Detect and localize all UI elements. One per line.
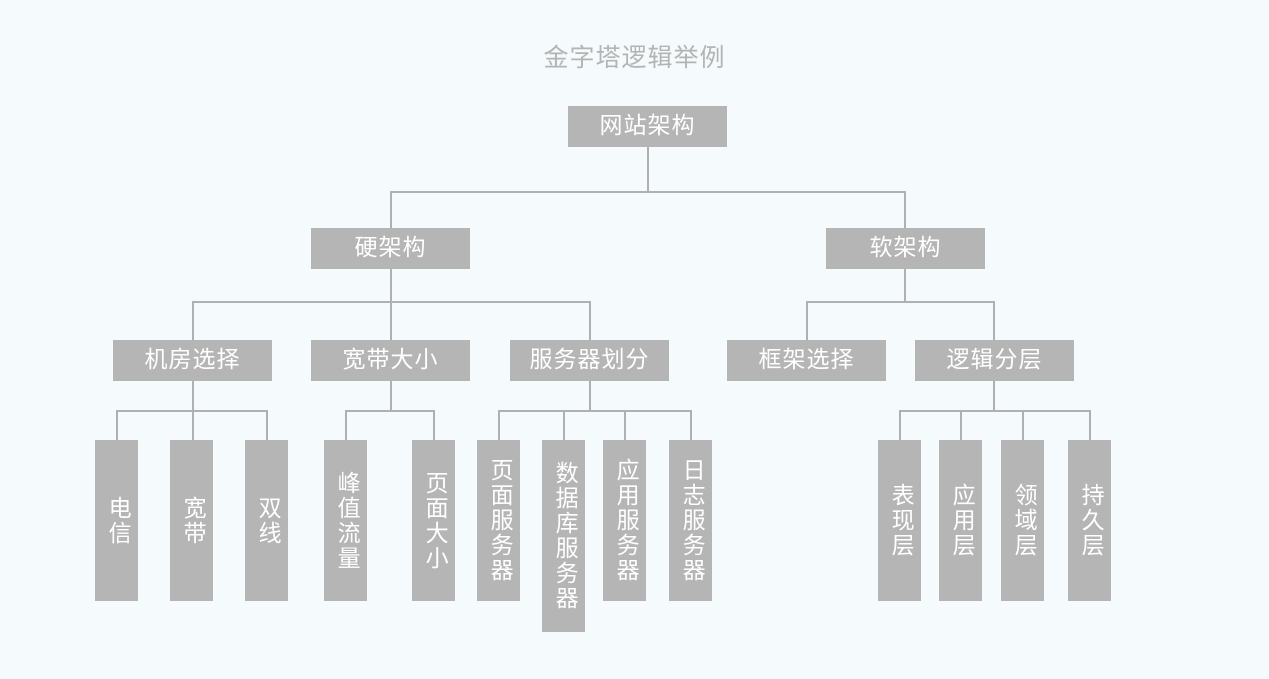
- connector-layer-leaf-4: [1089, 410, 1091, 441]
- node-soft-architecture[interactable]: 软架构: [826, 228, 985, 269]
- connector-hard-stem: [390, 269, 392, 302]
- node-page-size[interactable]: 页面大小: [412, 440, 455, 601]
- connector-idc-leaf-1: [116, 410, 118, 441]
- node-framework-selection-label: 框架选择: [758, 347, 855, 373]
- connector-soft-bar: [806, 301, 995, 303]
- node-root-label: 网站架构: [599, 113, 696, 139]
- connector-band-leaf-1: [345, 410, 347, 441]
- connector-layer-bar: [899, 410, 1091, 412]
- connector-to-layer: [993, 301, 995, 340]
- node-hard-architecture[interactable]: 硬架构: [311, 228, 470, 269]
- connector-layer-leaf-1: [899, 410, 901, 441]
- connector-root-stem: [647, 147, 649, 192]
- node-database-server-label: 数据库服务器: [551, 461, 578, 611]
- node-application-layer[interactable]: 应用层: [939, 440, 982, 601]
- connector-svr-leaf-1: [498, 410, 500, 441]
- node-domain-layer[interactable]: 领域层: [1001, 440, 1044, 601]
- page-title: 金字塔逻辑举例: [543, 43, 726, 72]
- connector-to-hard: [390, 191, 392, 228]
- node-telecom[interactable]: 电信: [95, 440, 138, 601]
- node-logic-layering-label: 逻辑分层: [946, 347, 1043, 373]
- node-persistence-layer-label: 持久层: [1077, 483, 1104, 558]
- node-application-layer-label: 应用层: [948, 483, 975, 558]
- node-idc-selection-label: 机房选择: [144, 347, 241, 373]
- connector-idc-leaf-3: [266, 410, 268, 441]
- node-page-server[interactable]: 页面服务器: [477, 440, 520, 601]
- connector-band-bar: [345, 410, 435, 412]
- connector-band-stem: [390, 380, 392, 411]
- node-hard-architecture-label: 硬架构: [354, 235, 427, 261]
- node-application-server-label: 应用服务器: [612, 458, 639, 583]
- node-server-partition[interactable]: 服务器划分: [510, 340, 669, 381]
- node-peak-traffic[interactable]: 峰值流量: [324, 440, 367, 601]
- node-log-server[interactable]: 日志服务器: [669, 440, 712, 601]
- connector-svr-leaf-4: [690, 410, 692, 441]
- connector-to-idc: [192, 301, 194, 340]
- connector-to-svr: [589, 301, 591, 340]
- connector-band-leaf-2: [433, 410, 435, 441]
- connector-to-frame: [806, 301, 808, 340]
- node-logic-layering[interactable]: 逻辑分层: [915, 340, 1074, 381]
- node-domain-layer-label: 领域层: [1010, 483, 1037, 558]
- connector-to-soft: [904, 191, 906, 228]
- node-dual-line-label: 双线: [254, 495, 281, 546]
- node-dual-line[interactable]: 双线: [245, 440, 288, 601]
- connector-svr-bar: [498, 410, 692, 412]
- connector-layer-leaf-2: [960, 410, 962, 441]
- node-bandwidth-size-label: 宽带大小: [342, 347, 439, 373]
- node-server-partition-label: 服务器划分: [529, 347, 650, 373]
- node-persistence-layer[interactable]: 持久层: [1068, 440, 1111, 601]
- node-presentation-layer-label: 表现层: [887, 483, 914, 558]
- node-idc-selection[interactable]: 机房选择: [113, 340, 272, 381]
- node-application-server[interactable]: 应用服务器: [603, 440, 646, 601]
- connector-soft-stem: [904, 269, 906, 302]
- node-presentation-layer[interactable]: 表现层: [878, 440, 921, 601]
- node-page-size-label: 页面大小: [421, 470, 448, 571]
- node-broadband-label: 宽带: [179, 495, 206, 546]
- connector-idc-stem: [192, 380, 194, 411]
- connector-idc-leaf-2: [192, 410, 194, 441]
- node-soft-architecture-label: 软架构: [869, 235, 942, 261]
- node-bandwidth-size[interactable]: 宽带大小: [311, 340, 470, 381]
- node-database-server[interactable]: 数据库服务器: [542, 440, 585, 632]
- node-log-server-label: 日志服务器: [678, 458, 705, 583]
- node-telecom-label: 电信: [104, 495, 131, 546]
- connector-svr-stem: [589, 380, 591, 411]
- connector-svr-leaf-3: [624, 410, 626, 441]
- connector-layer-leaf-3: [1022, 410, 1024, 441]
- node-broadband[interactable]: 宽带: [170, 440, 213, 601]
- node-framework-selection[interactable]: 框架选择: [727, 340, 886, 381]
- node-page-server-label: 页面服务器: [486, 458, 513, 583]
- connector-to-band: [390, 301, 392, 340]
- node-peak-traffic-label: 峰值流量: [333, 470, 360, 571]
- connector-root-bar: [390, 191, 906, 193]
- connector-svr-leaf-2: [563, 410, 565, 441]
- node-root[interactable]: 网站架构: [568, 106, 727, 147]
- connector-layer-stem: [993, 380, 995, 411]
